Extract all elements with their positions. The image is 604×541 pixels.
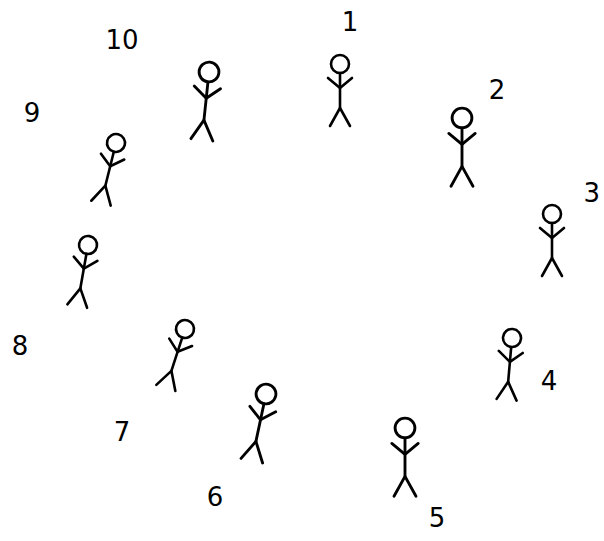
- callout-number: 3: [583, 180, 600, 206]
- stick-figure: [89, 131, 129, 206]
- callout-number: 9: [24, 100, 41, 126]
- callout-number: 5: [429, 505, 446, 531]
- callout-number: 8: [12, 333, 29, 359]
- stick-figure: [189, 61, 223, 141]
- stick-figure: [495, 328, 525, 401]
- stick-figure: [65, 234, 101, 308]
- stick-figure: [449, 108, 475, 186]
- callout-number: 10: [105, 27, 138, 53]
- callout-number: 4: [541, 368, 558, 394]
- callout-number: 6: [207, 484, 224, 510]
- callout-number: 1: [342, 9, 359, 35]
- stick-figure: [154, 317, 199, 392]
- stick-figure: [392, 418, 418, 496]
- callout-number: 7: [114, 419, 131, 445]
- callout-number: 2: [489, 77, 506, 103]
- stick-figure: [239, 382, 281, 464]
- stick-figure: [540, 205, 564, 276]
- stick-figure: [328, 55, 352, 126]
